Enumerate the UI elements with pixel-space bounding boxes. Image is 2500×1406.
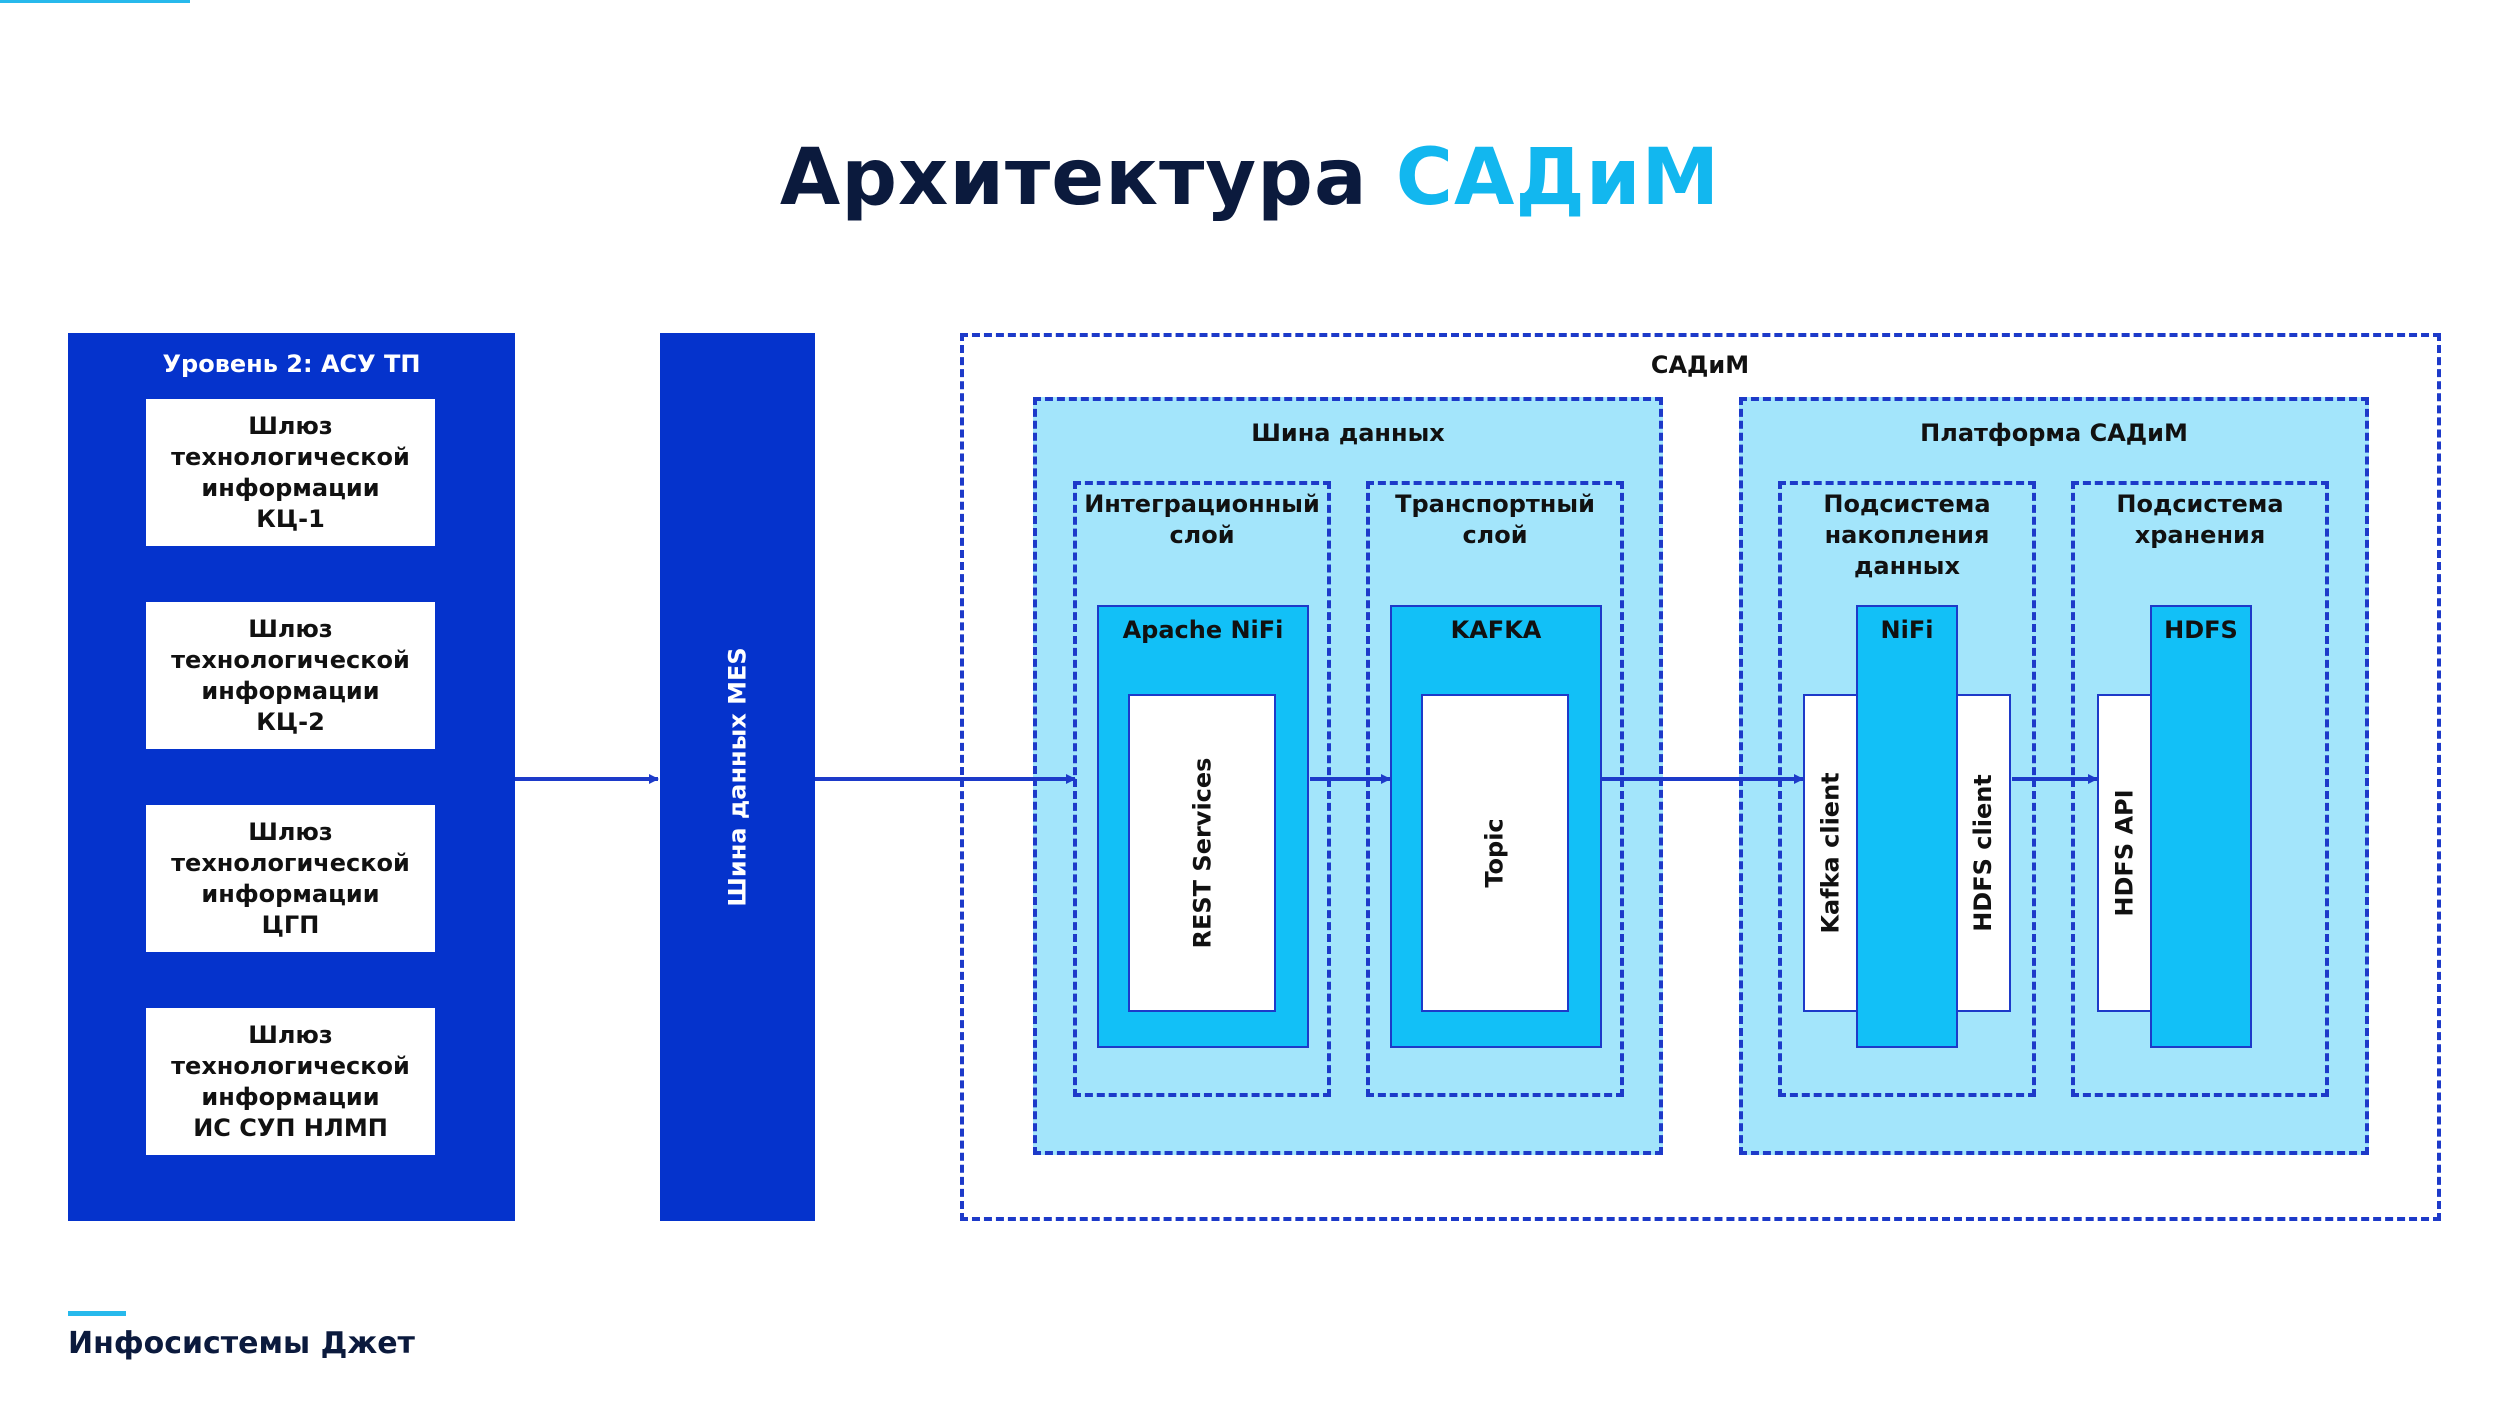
gateway-line: технологической — [171, 1051, 410, 1080]
kafka-label: KAFKA — [1390, 615, 1602, 646]
integration-layer — [1073, 481, 1331, 1097]
mes-data-bus: Шина данных MES — [660, 333, 815, 1221]
gateway-line: ИС СУП НЛМП — [193, 1113, 388, 1142]
gateway-kc1: Шлюз технологической информации КЦ-1 — [146, 399, 435, 546]
label-line: Подсистема — [1823, 490, 1991, 518]
footer-accent-bar — [68, 1311, 126, 1316]
transport-layer — [1366, 481, 1624, 1097]
gateway-line: Шлюз — [248, 411, 333, 440]
gateway-line: Шлюз — [248, 1020, 333, 1049]
hdfs-api-label: HDFS API — [2111, 789, 2140, 917]
apache-nifi-label: Apache NiFi — [1097, 615, 1309, 646]
hdfs-client-label: HDFS client — [1969, 774, 1997, 932]
hdfs-client-box: HDFS client — [1955, 694, 2011, 1012]
nifi-label: NiFi — [1856, 615, 1958, 646]
footer-company: Инфосистемы Джет — [68, 1326, 415, 1361]
storage-label: Подсистема хранения — [2071, 489, 2329, 551]
hdfs-label-text: HDFS — [2164, 616, 2238, 644]
platform-label: Платформа САДиМ — [1739, 418, 2369, 449]
label-line: Подсистема — [2116, 490, 2284, 518]
rest-services-label: REST Services — [1188, 757, 1217, 949]
label-line: слой — [1169, 521, 1235, 549]
level2-title: Уровень 2: АСУ ТП — [162, 350, 421, 378]
topic-box: Topic — [1421, 694, 1569, 1012]
gateway-line: КЦ-1 — [256, 504, 325, 533]
level2-block: Уровень 2: АСУ ТП Шлюз технологической и… — [68, 333, 515, 1221]
nifi-component — [1856, 605, 1958, 1048]
storage-subsystem — [2071, 481, 2329, 1097]
label-line: хранения — [2134, 521, 2266, 549]
gateway-line: технологической — [171, 848, 410, 877]
kafka-client-box: Kafka client — [1803, 694, 1859, 1012]
page-title: Архитектура САДиМ — [0, 128, 2500, 228]
gateway-cgp: Шлюз технологической информации ЦГП — [146, 805, 435, 952]
gateway-line: информации — [201, 676, 380, 705]
apache-nifi-label-text: Apache NiFi — [1122, 616, 1284, 644]
hdfs-api-box: HDFS API — [2097, 694, 2153, 1012]
gateway-line: ЦГП — [261, 910, 320, 939]
gateway-line: информации — [201, 1082, 380, 1111]
rest-services-box: REST Services — [1128, 694, 1276, 1012]
title-accent: САДиМ — [1395, 133, 1721, 223]
gateway-line: КЦ-2 — [256, 707, 325, 736]
mes-label-wrap: Шина данных MES — [660, 333, 815, 1221]
kafka-label-text: KAFKA — [1450, 616, 1542, 644]
kafka-client-label: Kafka client — [1817, 772, 1846, 934]
accumulation-subsystem — [1778, 481, 2036, 1097]
gateway-kc2: Шлюз технологической информации КЦ-2 — [146, 602, 435, 749]
transport-layer-label: Транспортный слой — [1366, 489, 1624, 551]
title-main: Архитектура — [779, 133, 1368, 223]
integration-layer-label: Интеграционный слой — [1073, 489, 1331, 551]
gateway-line: информации — [201, 473, 380, 502]
platform-label-text: Платформа САДиМ — [1920, 419, 2188, 447]
label-line: слой — [1462, 521, 1528, 549]
data-bus-label-text: Шина данных — [1251, 419, 1445, 447]
nifi-label-text: NiFi — [1880, 616, 1934, 644]
mes-label: Шина данных MES — [723, 647, 752, 907]
label-line: данных — [1854, 552, 1960, 580]
label-line: Интеграционный — [1084, 490, 1320, 518]
accumulation-label: Подсистема накопления данных — [1778, 489, 2036, 582]
hdfs-label: HDFS — [2150, 615, 2252, 646]
sadim-label: САДиМ — [1600, 350, 1800, 381]
sadim-label-text: САДиМ — [1650, 351, 1750, 379]
topic-label: Topic — [1481, 818, 1509, 888]
gateway-is-sup-nlmp: Шлюз технологической информации ИС СУП Н… — [146, 1008, 435, 1155]
gateway-line: технологической — [171, 442, 410, 471]
hdfs-component — [2150, 605, 2252, 1048]
gateway-line: Шлюз — [248, 817, 333, 846]
label-line: Транспортный — [1395, 490, 1595, 518]
gateway-line: технологической — [171, 645, 410, 674]
data-bus-label: Шина данных — [1033, 418, 1663, 449]
gateway-line: Шлюз — [248, 614, 333, 643]
gateway-line: информации — [201, 879, 380, 908]
label-line: накопления — [1824, 521, 1990, 549]
top-accent-bar — [0, 0, 190, 3]
